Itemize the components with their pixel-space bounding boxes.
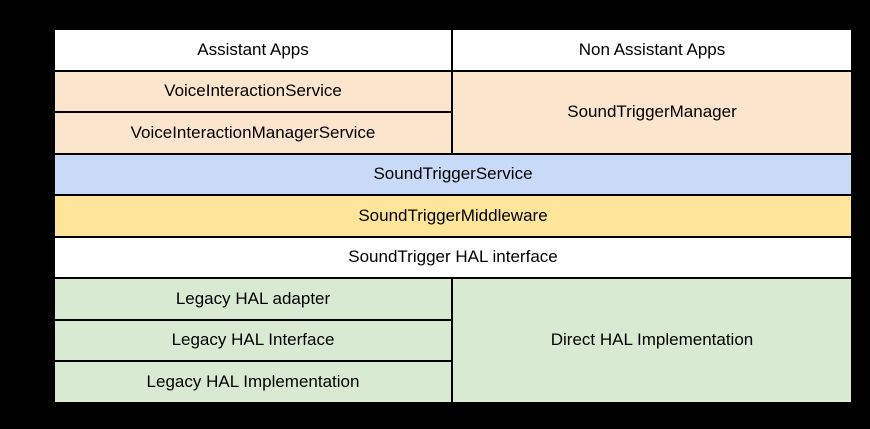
row-voice-interaction-service: VoiceInteractionService SoundTriggerMana… — [53, 69, 853, 155]
row-sound-trigger-middleware: SoundTriggerMiddleware — [53, 194, 853, 238]
cell-legacy-hal-interface: Legacy HAL Interface — [53, 318, 453, 363]
row-voice-interaction-manager-service: VoiceInteractionManagerService — [53, 111, 852, 155]
row-legacy-hal-interface: Legacy HAL Interface — [53, 318, 852, 363]
cell-direct-hal-implementation: Direct HAL Implementation — [451, 277, 853, 404]
cell-sound-trigger-service: SoundTriggerService — [53, 152, 853, 197]
row-legacy-hal-adapter: Legacy HAL adapter Direct HAL Implementa… — [53, 277, 853, 404]
cell-non-assistant-apps: Non Assistant Apps — [451, 28, 853, 72]
row-legacy-hal-implementation: Legacy HAL Implementation — [53, 360, 852, 404]
cell-sound-trigger-hal-interface: SoundTrigger HAL interface — [53, 235, 853, 280]
cell-voice-interaction-service: VoiceInteractionService — [53, 69, 453, 114]
cell-assistant-apps: Assistant Apps — [53, 28, 453, 72]
architecture-diagram: Assistant Apps Non Assistant Apps VoiceI… — [53, 28, 853, 404]
cell-sound-trigger-middleware: SoundTriggerMiddleware — [53, 194, 853, 238]
cell-legacy-hal-adapter: Legacy HAL adapter — [53, 277, 453, 321]
cell-voice-interaction-manager-service: VoiceInteractionManagerService — [53, 111, 453, 155]
row-sound-trigger-service: SoundTriggerService — [53, 152, 853, 197]
cell-sound-trigger-manager: SoundTriggerManager — [451, 69, 853, 155]
row-apps: Assistant Apps Non Assistant Apps — [53, 28, 853, 72]
row-sound-trigger-hal-interface: SoundTrigger HAL interface — [53, 235, 853, 280]
cell-legacy-hal-implementation: Legacy HAL Implementation — [53, 360, 453, 404]
